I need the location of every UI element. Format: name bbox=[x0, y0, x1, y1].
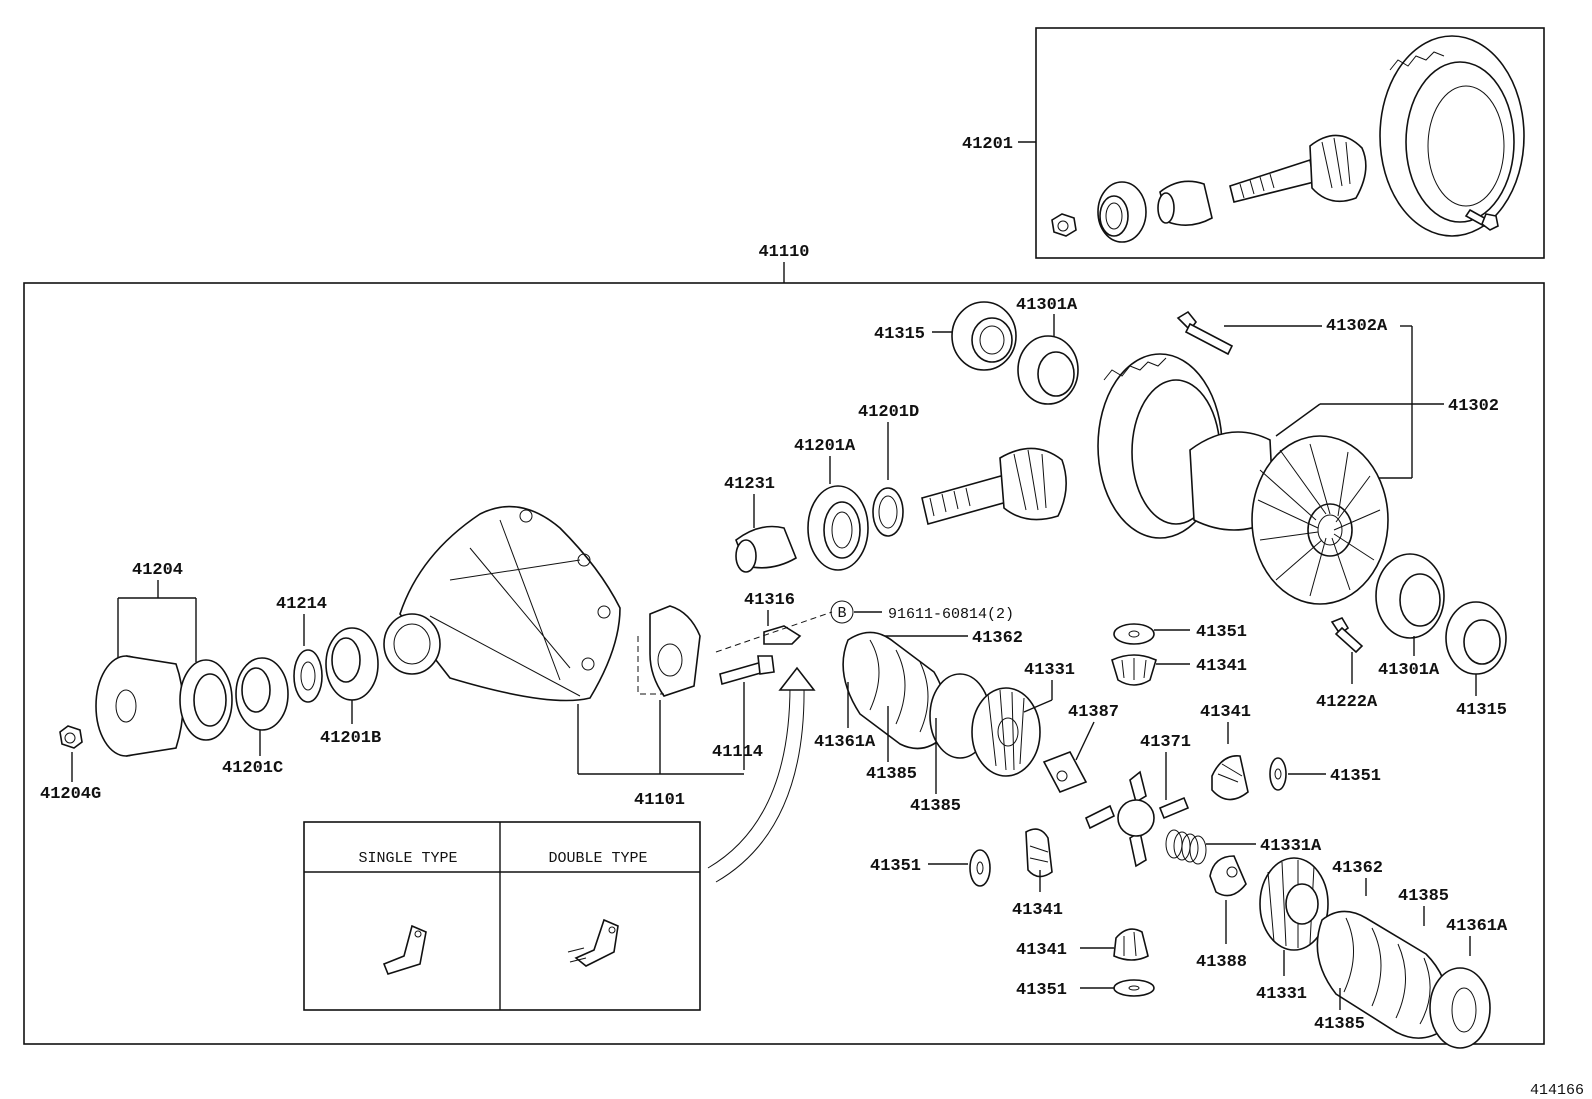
type-inset-frame bbox=[303, 821, 701, 1011]
bearing-41201B-icon bbox=[325, 627, 379, 701]
label-41201: 41201 bbox=[962, 135, 1013, 154]
washer-41214-icon bbox=[293, 649, 323, 703]
label-41204G: 41204G bbox=[40, 785, 101, 804]
marker-b-circle bbox=[830, 600, 854, 624]
label-41385-c: 41385 bbox=[1398, 887, 1449, 906]
pinion-gear-41341-b-icon bbox=[1211, 755, 1249, 801]
nut-41204G-icon bbox=[59, 725, 83, 749]
diagram-number: 414166 bbox=[1530, 1082, 1584, 1099]
bearing-outer-race-top-icon bbox=[951, 301, 1017, 371]
label-41110: 41110 bbox=[758, 243, 809, 262]
side-gear-41331-bottom-icon bbox=[1259, 857, 1329, 951]
label-41362-top: 41362 bbox=[972, 629, 1023, 648]
type-inset: SINGLE TYPE DOUBLE TYPE bbox=[303, 821, 701, 1011]
spring-41331A-icon bbox=[1165, 829, 1207, 865]
single-type-label: SINGLE TYPE bbox=[358, 850, 457, 867]
thrust-washer-41351-c-icon bbox=[969, 849, 991, 887]
bearing-cap-icon bbox=[649, 605, 701, 697]
label-41201C: 41201C bbox=[222, 759, 283, 778]
adjusting-nut-lock-icon bbox=[763, 625, 802, 645]
label-41341-c: 41341 bbox=[1012, 901, 1063, 920]
label-41201B: 41201B bbox=[320, 729, 381, 748]
label-41231: 41231 bbox=[724, 475, 775, 494]
label-41331-bottom: 41331 bbox=[1256, 985, 1307, 1004]
differential-case-icon bbox=[1189, 431, 1389, 605]
clutch-disc-stack-top-icon bbox=[842, 631, 1041, 777]
ring-pinion-kit-frame bbox=[1035, 27, 1545, 259]
bearing-cup-top-icon bbox=[1017, 335, 1079, 405]
pinion-gear-41341-a-icon bbox=[1111, 654, 1157, 686]
kit-bolt-icon bbox=[1464, 208, 1499, 231]
bearing-outer-race-bottom-icon bbox=[1445, 601, 1507, 675]
label-41201D: 41201D bbox=[858, 403, 919, 422]
label-41114: 41114 bbox=[712, 743, 763, 762]
oil-seal-41204-icon bbox=[179, 659, 233, 741]
thrust-washer-41351-d-icon bbox=[1113, 979, 1155, 997]
clutch-disc-stack-bottom-icon bbox=[1316, 910, 1491, 1049]
label-41341-d: 41341 bbox=[1016, 941, 1067, 960]
bearing-cup-bottom-icon bbox=[1375, 553, 1445, 639]
label-41214: 41214 bbox=[276, 595, 327, 614]
kit-bearing-icon bbox=[1097, 181, 1147, 243]
pinion-gear-41341-c-icon bbox=[1025, 828, 1053, 878]
label-41341-b: 41341 bbox=[1200, 703, 1251, 722]
bolt-41114-icon bbox=[719, 655, 775, 686]
label-41385-d: 41385 bbox=[1314, 1015, 1365, 1034]
label-41351-d: 41351 bbox=[1016, 981, 1067, 1000]
label-41361A-right: 41361A bbox=[1446, 917, 1508, 936]
kit-spacer-icon bbox=[1157, 180, 1213, 226]
spacer-41231-icon bbox=[735, 525, 797, 573]
companion-flange-icon bbox=[95, 655, 184, 757]
label-41201A: 41201A bbox=[794, 437, 856, 456]
label-41388: 41388 bbox=[1196, 953, 1247, 972]
label-41204: 41204 bbox=[132, 561, 183, 580]
pinion-gear-41341-d-icon bbox=[1113, 928, 1149, 961]
drive-pinion-icon bbox=[921, 447, 1067, 525]
double-type-label: DOUBLE TYPE bbox=[548, 850, 647, 867]
lock-plate-41388-icon bbox=[1209, 855, 1247, 897]
label-41315-top: 41315 bbox=[874, 325, 925, 344]
thrust-washer-41351-a-icon bbox=[1113, 623, 1155, 645]
label-41351-c: 41351 bbox=[870, 857, 921, 876]
kit-ring-gear-icon bbox=[1379, 35, 1525, 237]
bearing-41201A-icon bbox=[807, 485, 869, 571]
label-41331A: 41331A bbox=[1260, 837, 1322, 856]
label-41351-a: 41351 bbox=[1196, 623, 1247, 642]
label-91611-60814: 91611-60814(2) bbox=[888, 606, 1014, 623]
inset-reference-arrow-icon bbox=[707, 666, 816, 883]
kit-pinion-icon bbox=[1229, 134, 1367, 203]
bearing-41201C-icon bbox=[235, 657, 289, 731]
label-41301A-bottom: 41301A bbox=[1378, 661, 1440, 680]
bolt-41222A-icon bbox=[1330, 617, 1364, 654]
marker-b: B bbox=[837, 605, 846, 622]
label-41316: 41316 bbox=[744, 591, 795, 610]
label-41351-b: 41351 bbox=[1330, 767, 1381, 786]
label-41331-top: 41331 bbox=[1024, 661, 1075, 680]
label-41302: 41302 bbox=[1448, 397, 1499, 416]
label-41371: 41371 bbox=[1140, 733, 1191, 752]
label-41361A-left: 41361A bbox=[814, 733, 876, 752]
kit-nut-icon bbox=[1051, 213, 1077, 237]
label-41222A: 41222A bbox=[1316, 693, 1378, 712]
single-type-lock-icon bbox=[382, 924, 427, 975]
spider-41371-icon bbox=[1084, 770, 1190, 868]
thrust-washer-41351-b-icon bbox=[1269, 757, 1287, 791]
label-41385-a: 41385 bbox=[866, 765, 917, 784]
label-41301A-top: 41301A bbox=[1016, 296, 1078, 315]
label-41315-bottom: 41315 bbox=[1456, 701, 1507, 720]
label-41387: 41387 bbox=[1068, 703, 1119, 722]
double-type-lock-icon bbox=[567, 918, 619, 967]
washer-41201D-icon bbox=[872, 487, 904, 537]
label-41385-b: 41385 bbox=[910, 797, 961, 816]
label-41341-a: 41341 bbox=[1196, 657, 1247, 676]
label-41362-bottom: 41362 bbox=[1332, 859, 1383, 878]
ring-gear-bolt-icon bbox=[1176, 310, 1234, 356]
carrier-housing-icon bbox=[383, 505, 621, 702]
label-41101: 41101 bbox=[634, 791, 685, 810]
label-41302A: 41302A bbox=[1326, 317, 1388, 336]
lock-plate-41387-icon bbox=[1042, 750, 1088, 794]
